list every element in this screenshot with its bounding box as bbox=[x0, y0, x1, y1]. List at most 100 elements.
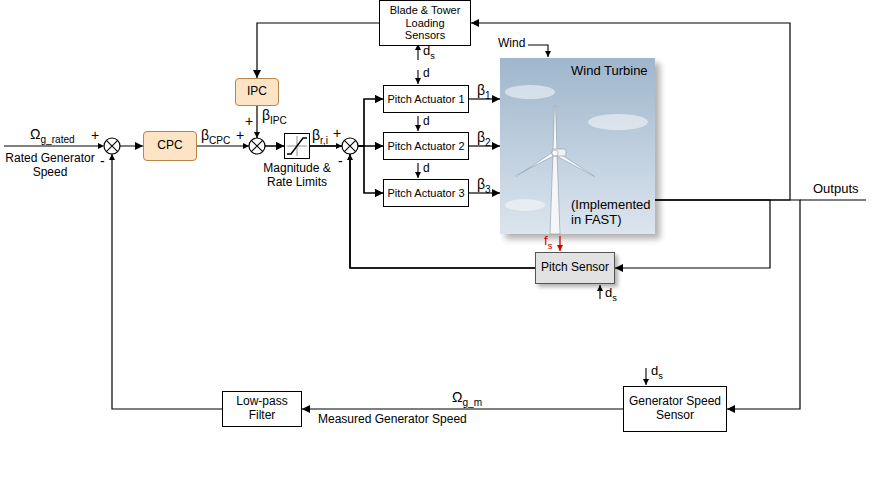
signal-connector bbox=[302, 408, 623, 409]
input-label: Wind bbox=[498, 37, 525, 51]
signal-label: Ωg_rated bbox=[30, 126, 75, 142]
actuator-box: Pitch Actuator 1 bbox=[383, 85, 469, 113]
node-text: Magnitude & Rate Limits bbox=[257, 162, 337, 190]
node-text: Pitch Actuator 2 bbox=[387, 140, 465, 153]
signal-connector bbox=[655, 200, 800, 409]
fault-label: fs bbox=[544, 234, 552, 249]
summing-junction bbox=[342, 138, 358, 154]
disturbance-arrow bbox=[645, 368, 646, 385]
disturbance-arrow bbox=[417, 44, 418, 60]
signal-description: Measured Generator Speed bbox=[318, 413, 467, 427]
node-text: Pitch Actuator 1 bbox=[387, 93, 465, 106]
arrowhead bbox=[98, 143, 104, 149]
signal-label: β2 bbox=[477, 129, 491, 145]
subscript-text: g_m bbox=[462, 397, 482, 408]
symbol-text: β bbox=[477, 176, 485, 192]
node-text: Pitch Actuator 3 bbox=[387, 187, 465, 200]
arrowhead bbox=[243, 143, 249, 149]
sign-label: - bbox=[100, 153, 105, 169]
subscript-text: 2 bbox=[485, 137, 491, 148]
node-text: Wind Turbine bbox=[571, 64, 651, 79]
symbol-text: β bbox=[201, 127, 209, 143]
sign-label: + bbox=[236, 127, 244, 143]
signal-connector bbox=[469, 192, 500, 193]
junction-cross bbox=[106, 140, 117, 151]
signal-connector bbox=[469, 145, 500, 146]
symbol-text: β bbox=[262, 107, 270, 123]
sky-background bbox=[500, 58, 655, 234]
disturbance-arrow bbox=[417, 163, 418, 178]
signal-label: βCPC bbox=[201, 127, 230, 143]
subscript-text: s bbox=[658, 371, 663, 381]
node-text: Low-pass Filter bbox=[227, 395, 297, 423]
disturbance-label: ds bbox=[651, 364, 663, 379]
fault-arrow bbox=[559, 236, 560, 251]
junction-cross bbox=[344, 140, 355, 151]
signal-connector bbox=[257, 23, 379, 78]
subscript-text: s bbox=[548, 241, 553, 251]
disturbance-arrow bbox=[417, 116, 418, 131]
wind-turbine-picture: Wind Turbine (Implemented in FAST) bbox=[500, 58, 655, 234]
symbol-text: d bbox=[605, 285, 612, 300]
actuator-box: Pitch Actuator 3 bbox=[383, 179, 469, 207]
junction-cross bbox=[251, 140, 262, 151]
arrowhead bbox=[254, 132, 260, 138]
signal-label: β1 bbox=[477, 82, 491, 98]
cloud bbox=[505, 85, 555, 99]
cloud bbox=[588, 114, 648, 130]
disturbance-label: ds bbox=[605, 286, 617, 301]
node-text: CPC bbox=[148, 139, 192, 153]
turbine-nacelle bbox=[552, 149, 566, 156]
disturbance-label: d bbox=[423, 115, 430, 129]
symbol-text: d bbox=[423, 43, 430, 58]
saturation-curve bbox=[287, 138, 307, 154]
disturbance-label: ds bbox=[423, 44, 435, 59]
turbine-hub bbox=[552, 150, 558, 156]
signal-connector bbox=[469, 98, 500, 99]
symbol-text: Ω bbox=[452, 389, 462, 405]
disturbance-arrow bbox=[599, 285, 600, 299]
actuator-box: Pitch Actuator 2 bbox=[383, 132, 469, 160]
sensor-box: Generator Speed Sensor bbox=[623, 386, 727, 432]
signal-description: Rated Generator Speed bbox=[2, 152, 98, 180]
subscript-text: r,i bbox=[320, 135, 328, 146]
saturation-block: Magnitude & Rate Limits bbox=[284, 133, 310, 159]
wind-arrow bbox=[528, 45, 548, 57]
sign-label: + bbox=[333, 125, 341, 141]
subscript-text: 3 bbox=[485, 184, 491, 195]
subscript-text: IPC bbox=[270, 115, 287, 126]
disturbance-arrow bbox=[417, 70, 418, 84]
node-text: (Implemented in FAST) bbox=[571, 198, 651, 228]
arrowhead bbox=[336, 143, 342, 149]
symbol-text: β bbox=[477, 129, 485, 145]
turbine-blade bbox=[516, 151, 557, 176]
sign-label: + bbox=[245, 113, 253, 129]
sign-label: - bbox=[338, 153, 343, 169]
turbine-blade bbox=[553, 106, 557, 152]
controller-box: CPC bbox=[143, 131, 197, 161]
sensor-box: Pitch Sensor bbox=[535, 252, 615, 284]
summing-junction bbox=[249, 138, 265, 154]
symbol-text: d bbox=[651, 363, 658, 378]
symbol-text: β bbox=[477, 82, 485, 98]
controller-box: IPC bbox=[235, 78, 279, 106]
disturbance-label: d bbox=[423, 67, 430, 81]
node-text: Blade & Tower Loading Sensors bbox=[384, 4, 466, 42]
subscript-text: s bbox=[612, 293, 617, 303]
subscript-text: g_rated bbox=[40, 134, 74, 145]
symbol-text: f bbox=[544, 233, 548, 248]
symbol-text: Ω bbox=[30, 126, 40, 142]
node-text: IPC bbox=[240, 85, 274, 99]
sign-label: + bbox=[91, 127, 99, 143]
output-line bbox=[800, 199, 866, 200]
node-text: Generator Speed Sensor bbox=[628, 395, 722, 423]
node-text: Pitch Sensor bbox=[540, 261, 610, 275]
signal-connector bbox=[112, 146, 222, 409]
subscript-text: 1 bbox=[485, 90, 491, 101]
cloud bbox=[505, 199, 545, 211]
summing-junction bbox=[104, 138, 120, 154]
subscript-text: CPC bbox=[209, 135, 230, 146]
